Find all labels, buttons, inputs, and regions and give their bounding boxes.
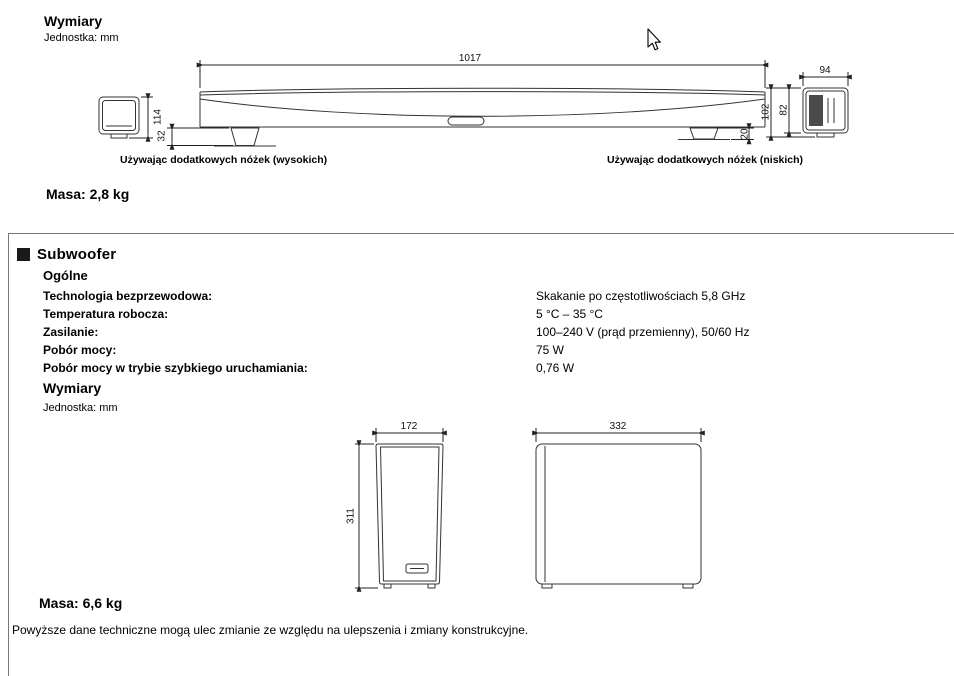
spec-value: 100–240 V (prąd przemienny), 50/60 Hz [536, 325, 750, 339]
subwoofer-side-view [535, 443, 702, 589]
section-bullet-icon [17, 248, 30, 261]
spec-row: Technologia bezprzewodowa: Skakanie po c… [43, 289, 943, 305]
dim-high-foot-height: 32 [157, 130, 168, 142]
subwoofer-technical-drawing: 172 311 332 [346, 421, 705, 592]
mouse-cursor-icon [647, 28, 661, 51]
soundbar-end-view-left [98, 96, 140, 139]
dim-sub-height: 311 [346, 508, 357, 524]
spec-value: 0,76 W [536, 361, 575, 375]
soundbar-side-view [199, 87, 766, 147]
dim-end-height-low-feet: 102 [761, 103, 772, 120]
subwoofer-unit-label: Jednostka: mm [43, 402, 118, 414]
subwoofer-title: Subwoofer [37, 246, 117, 263]
spec-label: Pobór mocy w trybie szybkiego uruchamian… [43, 361, 308, 375]
spec-label: Zasilanie: [43, 325, 99, 339]
subwoofer-mass: Masa: 6,6 kg [39, 595, 123, 611]
dimension-lines [355, 428, 705, 592]
subwoofer-dimensions-title: Wymiary [43, 380, 102, 396]
soundbar-technical-drawing: 1017 114 32 20 94 102 82 [98, 53, 852, 150]
subwoofer-front-view [375, 443, 444, 589]
soundbar-end-view-right [802, 87, 849, 138]
spec-value: Skakanie po częstotliwościach 5,8 GHz [536, 289, 746, 303]
spec-value: 5 °C – 35 °C [536, 307, 603, 321]
spec-label: Technologia bezprzewodowa: [43, 289, 213, 303]
spec-label: Temperatura robocza: [43, 307, 169, 321]
soundbar-mass: Masa: 2,8 kg [46, 186, 130, 202]
dim-end-height-high-feet: 114 [153, 109, 164, 125]
spec-row: Pobór mocy w trybie szybkiego uruchamian… [43, 361, 943, 377]
subwoofer-section: Subwoofer Ogólne Technologia bezprzewodo… [8, 233, 954, 676]
dim-sub-depth: 332 [610, 421, 627, 432]
general-heading: Ogólne [43, 268, 88, 283]
caption-high-feet: Używając dodatkowych nóżek (wysokich) [120, 154, 328, 166]
dim-body-height: 82 [779, 104, 790, 116]
dim-end-width: 94 [819, 65, 831, 76]
soundbar-dimensions-title: Wymiary [44, 13, 103, 29]
dim-total-width: 1017 [459, 53, 482, 64]
spec-row: Temperatura robocza: 5 °C – 35 °C [43, 307, 943, 323]
dim-low-foot-height: 20 [740, 128, 751, 140]
caption-low-feet: Używając dodatkowych nóżek (niskich) [607, 154, 804, 166]
spec-row: Zasilanie: 100–240 V (prąd przemienny), … [43, 325, 943, 341]
spec-value: 75 W [536, 343, 565, 357]
dimension-lines [129, 60, 852, 150]
spec-row: Pobór mocy: 75 W [43, 343, 943, 359]
spec-label: Pobór mocy: [43, 343, 117, 357]
dim-sub-width: 172 [401, 421, 418, 432]
soundbar-unit-label: Jednostka: mm [44, 32, 119, 44]
footer-note: Powyższe dane techniczne mogą ulec zmian… [12, 623, 529, 637]
